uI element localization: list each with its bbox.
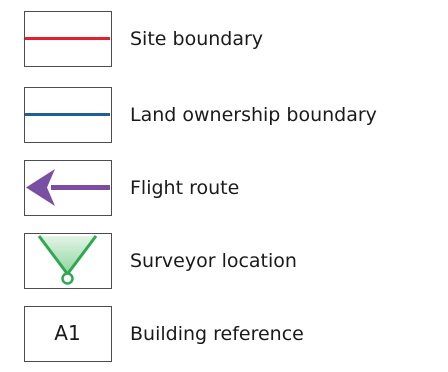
land-ownership-boundary-swatch bbox=[24, 87, 112, 143]
legend-label-surveyor-location: Surveyor location bbox=[130, 250, 297, 272]
surveyor-location-swatch bbox=[24, 233, 112, 289]
legend-item-surveyor-location: Surveyor location bbox=[24, 233, 444, 291]
legend-item-site-boundary: Site boundary bbox=[24, 11, 444, 69]
blue-line-icon bbox=[25, 113, 110, 116]
legend-label-flight-route: Flight route bbox=[130, 177, 240, 199]
site-boundary-swatch bbox=[24, 11, 112, 67]
arrow-left-icon bbox=[26, 169, 110, 206]
legend-item-land-ownership-boundary: Land ownership boundary bbox=[24, 87, 444, 145]
legend-label-land-ownership-boundary: Land ownership boundary bbox=[130, 104, 377, 126]
legend-item-building-reference: A1 Building reference bbox=[24, 306, 444, 364]
building-reference-code: A1 bbox=[54, 321, 81, 345]
building-reference-swatch: A1 bbox=[24, 306, 112, 362]
red-line-icon bbox=[25, 37, 110, 40]
legend-label-site-boundary: Site boundary bbox=[130, 28, 264, 50]
flight-route-swatch bbox=[24, 160, 112, 216]
legend-label-building-reference: Building reference bbox=[130, 323, 304, 345]
legend-item-flight-route: Flight route bbox=[24, 160, 444, 218]
view-cone-icon bbox=[37, 235, 98, 285]
